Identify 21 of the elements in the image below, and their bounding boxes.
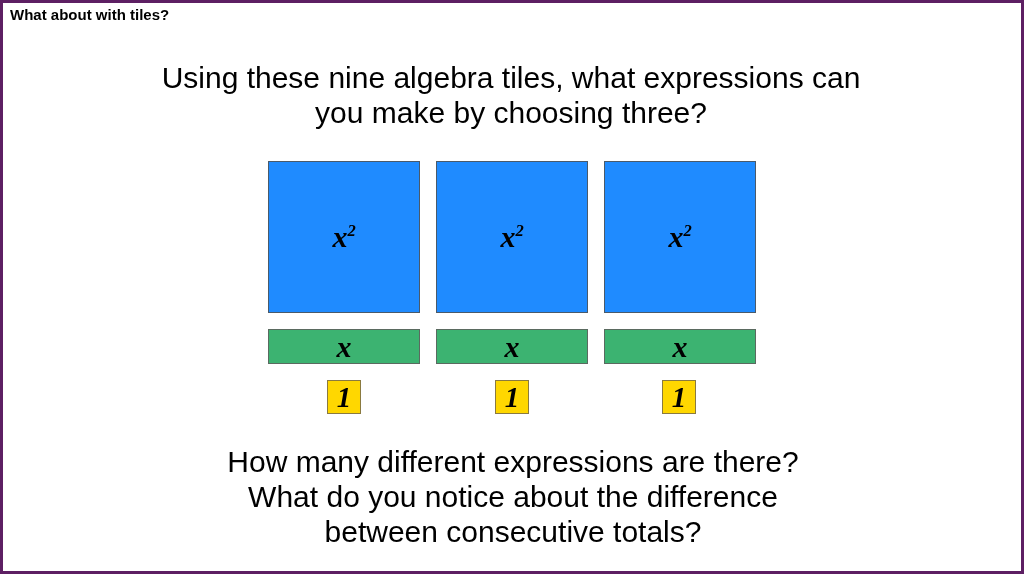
tile-label: x$^{2}$ — [332, 222, 356, 252]
tile-label: x — [504, 331, 520, 362]
tile-label: 1 — [504, 382, 520, 412]
rectangle-tile — [436, 329, 588, 364]
square-tile — [604, 161, 756, 313]
tile-label: x$^{2}$ — [500, 222, 524, 252]
rectangle-tile — [268, 329, 420, 364]
question-text: Using these nine algebra tiles, what expressions can you make by choosing three? — [160, 60, 862, 130]
tile-label: 1 — [671, 382, 687, 412]
tile-label: x — [336, 331, 352, 362]
rectangle-tile — [604, 329, 756, 364]
unit-tile — [327, 380, 361, 414]
tile-label: 1 — [336, 382, 352, 412]
square-tile — [268, 161, 420, 313]
slide-title: What about with tiles? — [10, 5, 170, 24]
square-tile — [436, 161, 588, 313]
question-text: How many different expressions are there? What do you notice about the difference between consecutive totals? — [226, 444, 800, 549]
unit-tile — [495, 380, 529, 414]
tile-label: x — [672, 331, 688, 362]
tile-label: x$^{2}$ — [668, 222, 692, 252]
unit-tile — [662, 380, 696, 414]
